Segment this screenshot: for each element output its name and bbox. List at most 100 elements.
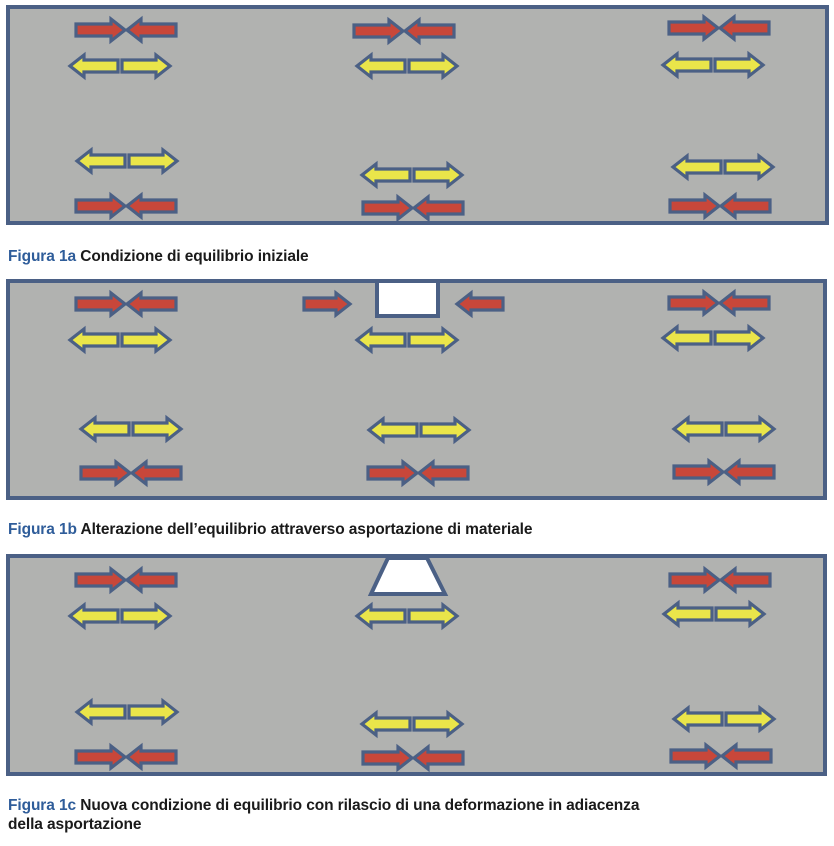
tension-arrow-left	[354, 325, 407, 355]
tension-arrow-left	[67, 325, 120, 355]
tension-arrow-left	[354, 51, 407, 81]
tension-arrow-pair	[366, 415, 472, 445]
tension-arrow-right	[120, 51, 173, 81]
compression-arrow-right	[668, 565, 722, 595]
tension-arrow-left	[671, 414, 724, 444]
tension-arrow-pair	[74, 146, 180, 176]
tension-arrow-right	[407, 51, 460, 81]
figure-1a-label: Figura 1a	[8, 248, 77, 265]
tension-arrow-right	[120, 601, 173, 631]
tension-arrow-right	[713, 323, 766, 353]
tension-arrow-right	[127, 146, 180, 176]
compression-arrow-right	[361, 743, 415, 773]
tension-arrow-pair	[359, 709, 465, 739]
tension-arrow-pair	[74, 697, 180, 727]
compression-arrow-right	[361, 193, 415, 223]
compression-arrow-right	[352, 16, 406, 46]
compression-arrow-right	[79, 458, 133, 488]
compression-arrow-pair	[74, 15, 178, 45]
figure-1b-panel	[0, 276, 834, 506]
compression-arrow-right	[668, 191, 722, 221]
compression-arrow-left	[124, 15, 178, 45]
compression-arrow-left	[124, 742, 178, 772]
tension-arrow-pair	[67, 325, 173, 355]
tension-arrow-left	[354, 601, 407, 631]
compression-arrow-left	[129, 458, 183, 488]
compression-arrow-left	[718, 565, 772, 595]
tension-arrow-right	[724, 414, 777, 444]
figure-1b-caption: Figura 1b Alterazione dell’equilibrio at…	[8, 520, 532, 539]
compression-arrow-right	[74, 15, 128, 45]
compression-arrow-left	[454, 289, 505, 319]
tension-arrow-right	[120, 325, 173, 355]
tension-arrow-left	[359, 160, 412, 190]
compression-arrow-right	[74, 191, 128, 221]
figure-1a-panel	[0, 0, 834, 232]
compression-arrow-pair	[74, 565, 178, 595]
figure-1c-caption-text-line2: della asportazione	[8, 816, 142, 833]
compression-arrow-left	[402, 16, 456, 46]
compression-arrow-pair	[74, 742, 178, 772]
tension-arrow-left	[74, 697, 127, 727]
compression-arrow-right	[74, 742, 128, 772]
tension-arrow-left	[366, 415, 419, 445]
figure-1c-caption: Figura 1c Nuova condizione di equilibrio…	[8, 796, 639, 834]
compression-arrow-left	[719, 741, 773, 771]
figure-1b-diagram	[6, 279, 827, 500]
tension-arrow-pair	[67, 51, 173, 81]
tension-arrow-right	[412, 160, 465, 190]
compression-arrow-left	[124, 289, 178, 319]
tension-arrow-left	[78, 414, 131, 444]
tension-arrow-right	[714, 599, 767, 629]
tension-arrow-right	[723, 152, 776, 182]
compression-arrow-left	[722, 457, 776, 487]
tension-arrow-right	[407, 601, 460, 631]
tension-arrow-right	[419, 415, 472, 445]
compression-arrow-pair	[667, 13, 771, 43]
figure-1a-caption: Figura 1a Condizione di equilibrio inizi…	[8, 247, 309, 266]
figure-1c-label: Figura 1c	[8, 797, 77, 814]
tension-arrow-left	[670, 152, 723, 182]
tension-arrow-pair	[354, 325, 460, 355]
compression-arrow-left	[717, 13, 771, 43]
compression-arrow-right	[667, 288, 721, 318]
tension-arrow-pair	[661, 599, 767, 629]
figure-1a-caption-text: Condizione di equilibrio iniziale	[80, 248, 309, 265]
compression-arrow-left	[411, 743, 465, 773]
compression-arrow-pair	[672, 457, 776, 487]
tension-arrow-left	[67, 51, 120, 81]
tension-arrow-right	[713, 50, 766, 80]
compression-arrow-pair	[667, 288, 771, 318]
tension-arrow-pair	[354, 601, 460, 631]
compression-arrow-pair	[352, 16, 456, 46]
figure-1b-caption-text: Alterazione dell’equilibrio attraverso a…	[80, 521, 533, 538]
compression-arrow-right	[672, 457, 726, 487]
compression-arrow-left	[124, 565, 178, 595]
compression-arrow-pair	[361, 743, 465, 773]
compression-arrow-pair	[668, 565, 772, 595]
tension-arrow-right	[127, 697, 180, 727]
cavity-rectangle	[375, 279, 440, 318]
compression-arrow-left	[124, 191, 178, 221]
compression-arrow-right	[74, 565, 128, 595]
compression-arrow-left	[416, 458, 470, 488]
figure-1c-caption-text: Nuova condizione di equilibrio con rilas…	[80, 797, 640, 814]
compression-arrow-left	[718, 191, 772, 221]
tension-arrow-left	[661, 599, 714, 629]
tension-arrow-pair	[354, 51, 460, 81]
tension-arrow-left	[359, 709, 412, 739]
tension-arrow-left	[671, 704, 724, 734]
tension-arrow-left	[74, 146, 127, 176]
figure-1a-diagram	[6, 5, 829, 225]
figure-1c-diagram	[6, 554, 827, 776]
compression-arrow-right	[302, 289, 353, 319]
compression-arrow-pair	[79, 458, 183, 488]
tension-arrow-pair	[660, 50, 766, 80]
figure-1b-label: Figura 1b	[8, 521, 77, 538]
tension-arrow-left	[660, 323, 713, 353]
tension-arrow-right	[131, 414, 184, 444]
figure-1c-panel	[0, 550, 834, 782]
compression-arrow-right	[366, 458, 420, 488]
compression-arrow-left	[717, 288, 771, 318]
tension-arrow-right	[724, 704, 777, 734]
